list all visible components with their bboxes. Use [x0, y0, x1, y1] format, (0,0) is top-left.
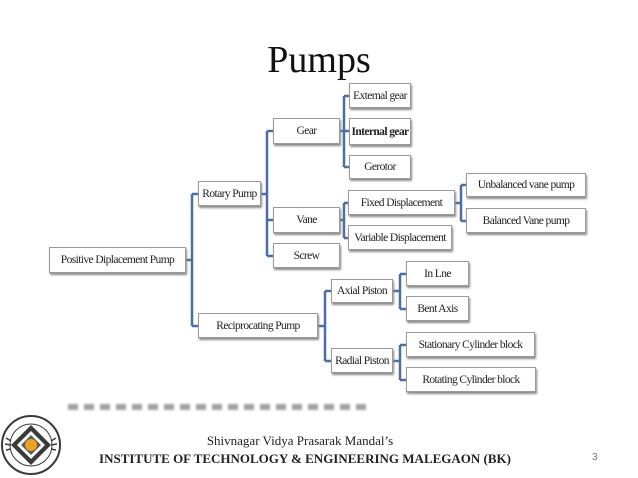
node-positive-displacement-pump: Positive Diplacement Pump: [49, 247, 186, 273]
node-stationary-cylinder-block: Stationary Cylinder block: [406, 332, 535, 357]
node-internal-gear: Internal gear: [349, 118, 411, 145]
node-variable-displacement: Variable Displacement: [348, 225, 452, 250]
footer-society-name: Shivnagar Vidya Prasarak Mandal’s: [206, 433, 394, 448]
node-gerotor: Gerotor: [349, 155, 411, 179]
footer-institute-name: INSTITUTE OF TECHNOLOGY & ENGINEERING MA…: [99, 451, 511, 466]
connector-gear: [340, 94, 349, 169]
node-reciprocating-pump: Reciprocating Pump: [198, 313, 318, 338]
connector-radial: [393, 343, 406, 382]
node-external-gear: External gear: [349, 83, 411, 108]
connector-axial: [393, 272, 406, 311]
node-bent-axis: Bent Axis: [406, 296, 469, 321]
page-number: 3: [592, 452, 598, 463]
node-balanced-vane-pump: Balanced Vane pump: [466, 208, 586, 233]
connector-root: [186, 192, 198, 328]
node-axial-piston: Axial Piston: [331, 279, 393, 303]
connector-recip: [318, 289, 331, 363]
slide-title: Pumps: [267, 39, 371, 81]
node-screw: Screw: [273, 243, 340, 268]
node-gear: Gear: [273, 118, 340, 144]
institute-logo-icon: [1, 415, 61, 475]
connector-fixed: [455, 183, 466, 223]
node-unbalanced-vane-pump: Unbalanced vane pump: [466, 173, 586, 197]
connector-rotary: [261, 129, 273, 258]
node-rotating-cylinder-block: Rotating Cylinder block: [406, 367, 536, 392]
node-fixed-displacement: Fixed Displacement: [348, 190, 455, 215]
node-in-line: In Lne: [406, 261, 469, 286]
connector-vane: [340, 201, 348, 240]
node-rotary-pump: Rotary Pump: [198, 181, 261, 206]
node-radial-piston: Radial Piston: [331, 348, 393, 373]
node-vane: Vane: [273, 207, 340, 233]
cropped-text-fragment: [68, 404, 368, 410]
